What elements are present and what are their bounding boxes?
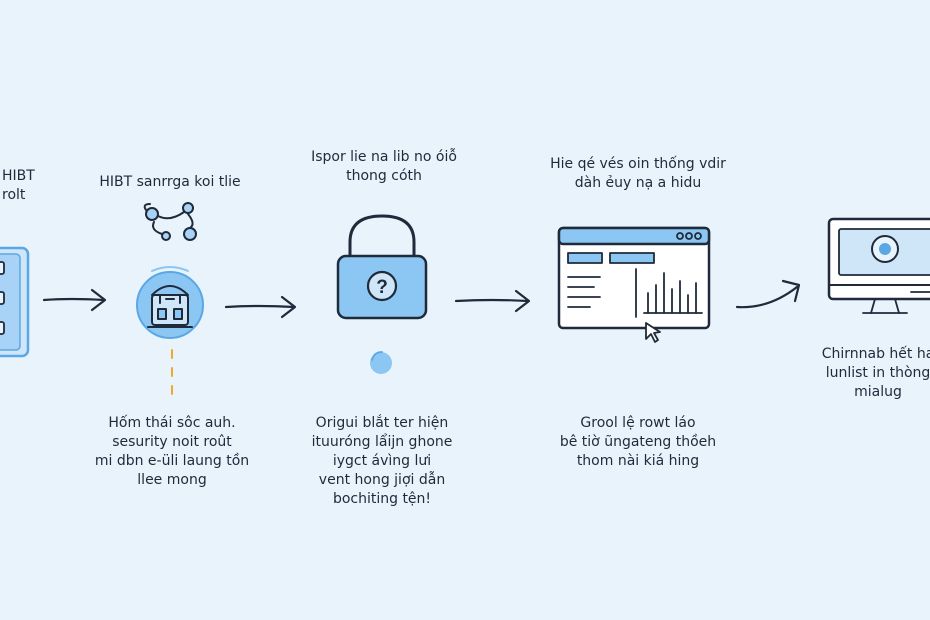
arrow-right-icon — [735, 279, 801, 309]
step4-bottom-line1: Grool lệ rowt láo — [580, 415, 696, 431]
step1-top-line2: rolt — [2, 187, 26, 203]
step5-bottom-line3: mialug — [854, 384, 902, 400]
step5-bottom-line2: lunlist in thòng — [825, 365, 930, 381]
step3-bottom-line5: bochiting tện! — [332, 491, 432, 507]
status-dot-icon — [370, 351, 392, 374]
step3-bottom-label: Origui blắt ter hiện ituuróng lẩijn ghon… — [312, 414, 453, 509]
step4-bottom-line3: thom nài kiá hing — [576, 453, 700, 469]
arrow-right-icon — [42, 288, 107, 312]
step5-bottom-line1: Chirnnab hết ha — [821, 346, 930, 362]
step2-bottom-line4: llee mong — [137, 472, 207, 488]
step2-top-line1: HIBT sanrrga koi tlie — [99, 174, 241, 190]
step3-bottom-line1: Origui blắt ter hiện — [315, 415, 449, 431]
dashboard-chart-icon — [557, 226, 711, 343]
arrow-right-icon — [454, 289, 531, 313]
step4-top-line1: Hie qé vés oin thống vdir — [550, 156, 726, 172]
step3-top-label: Ispor lie na lib no óiỗ thong cóth — [311, 148, 457, 186]
step4-bottom-label: Grool lệ rowt láo bê tiờ ũngateng thồeh … — [560, 414, 716, 471]
step4-bottom-line2: bê tiờ ũngateng thồeh — [559, 434, 717, 450]
monitor-icon — [827, 217, 930, 314]
step3-top-line2: thong cóth — [346, 168, 422, 184]
step3-bottom-line4: vent hong jiợi dẫn — [318, 472, 446, 488]
security-hub-icon — [136, 266, 204, 339]
step2-top-label: HIBT sanrrga koi tlie — [99, 173, 240, 192]
dashed-connector — [171, 349, 173, 397]
step3-bottom-line3: iygct ávìng lưi — [332, 453, 432, 469]
step5-bottom-label: Chirnnab hết ha lunlist in thòng mialug — [822, 345, 930, 402]
step1-top-label: HIBT rolt — [2, 167, 35, 205]
step2-bottom-line3: mi dbn e-üli laung tồn — [94, 453, 250, 469]
step3-bottom-line2: ituuróng lẩijn ghone — [311, 434, 453, 450]
step2-bottom-line2: sesurity noit roût — [112, 434, 232, 450]
padlock-question-icon: ? — [336, 214, 428, 320]
arrow-right-icon — [224, 295, 297, 319]
question-mark: ? — [376, 277, 388, 298]
connection-doodle-icon — [143, 202, 197, 241]
server-rack-icon — [0, 246, 30, 358]
step4-top-label: Hie qé vés oin thống vdir dàh ẻuy nạ a h… — [550, 155, 726, 193]
step2-bottom-label: Hốm thái sôc auh. sesurity noit roût mi … — [95, 414, 249, 490]
step4-top-line2: dàh ẻuy nạ a hidu — [574, 175, 702, 191]
step2-bottom-line1: Hốm thái sôc auh. — [108, 415, 236, 431]
step3-top-line1: Ispor lie na lib no óiỗ — [311, 149, 457, 165]
step1-top-line1: HIBT — [2, 168, 35, 184]
